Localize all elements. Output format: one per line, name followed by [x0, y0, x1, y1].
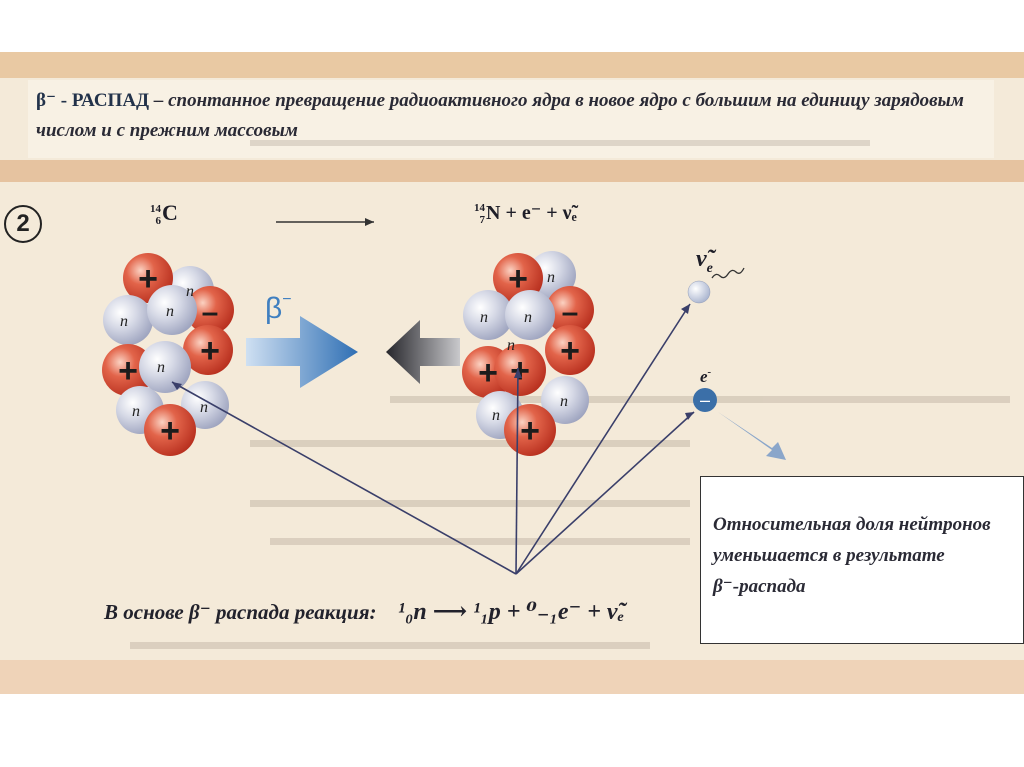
- svg-text:n: n: [507, 337, 515, 354]
- svg-text:+: +: [560, 332, 580, 370]
- svg-text:n: n: [547, 269, 555, 286]
- beta-label: β−: [265, 291, 292, 325]
- antineutrino-wave: [711, 267, 745, 279]
- info-box: Относительная доля нейтронов уменьшается…: [700, 476, 1024, 644]
- svg-text:+: +: [510, 352, 530, 390]
- bottom-band: [0, 660, 1024, 694]
- middle-band: [0, 160, 1024, 182]
- nitrogen-nucleus: [462, 251, 595, 456]
- info-line-3: β⁻-распада: [713, 576, 806, 597]
- svg-text:n: n: [560, 393, 568, 410]
- info-line-2: уменьшается в результате: [713, 545, 945, 566]
- antineutrino-label: ν̃e: [696, 246, 717, 276]
- definition-body: спонтанное превращение радиоактивного яд…: [36, 90, 964, 141]
- electron-arrow: [718, 412, 786, 460]
- electron-particle: [693, 388, 717, 412]
- svg-text:+: +: [118, 352, 138, 390]
- svg-text:+: +: [138, 260, 158, 298]
- dark-arrow: [386, 320, 460, 384]
- electron-label: e-: [700, 366, 712, 386]
- beta-arrow: [246, 316, 358, 388]
- svg-text:+: +: [200, 332, 220, 370]
- svg-text:–: –: [202, 296, 219, 329]
- step-number-badge: 2: [4, 205, 42, 243]
- info-line-1: Относительная доля нейтронов: [713, 514, 991, 535]
- svg-text:–: –: [562, 296, 579, 329]
- svg-text:n: n: [157, 359, 165, 376]
- reaction-prefix: В основе β⁻ распада реакция:: [104, 600, 377, 624]
- origin-lines: [171, 303, 695, 575]
- definition-dash: –: [149, 90, 169, 111]
- svg-text:+: +: [520, 412, 540, 450]
- definition-term: β⁻ - РАСПАД: [36, 90, 150, 111]
- svg-text:n: n: [492, 407, 500, 424]
- products-rest: + e⁻ + ν̃ₑ: [500, 202, 577, 224]
- carbon-nucleus: [102, 253, 234, 456]
- reaction-equation: ¹₀n ⟶ ¹₁p + ⁰₋₁e⁻ + ν̃ₑ: [397, 599, 625, 625]
- svg-text:+: +: [478, 354, 498, 392]
- svg-text:n: n: [120, 313, 128, 330]
- definition-panel: [28, 80, 994, 158]
- svg-text:n: n: [524, 309, 532, 326]
- svg-text:+: +: [508, 260, 528, 298]
- top-band: [0, 52, 1024, 78]
- antineutrino-particle: [687, 280, 711, 304]
- svg-text:+: +: [160, 412, 180, 450]
- carbon-symbol: C: [162, 200, 178, 225]
- svg-text:n: n: [186, 283, 194, 300]
- transition-arrow-head: [365, 218, 374, 226]
- reaction-line: В основе β⁻ распада реакция: ¹₀n ⟶ ¹₁p +…: [104, 596, 624, 626]
- svg-text:n: n: [166, 303, 174, 320]
- svg-text:n: n: [200, 399, 208, 416]
- definition-text: β⁻ - РАСПАД – спонтанное превращение рад…: [36, 86, 986, 146]
- nitrogen-symbol: N: [486, 202, 501, 224]
- svg-text:n: n: [132, 403, 140, 420]
- svg-text:–: –: [700, 390, 710, 410]
- svg-text:n: n: [480, 309, 488, 326]
